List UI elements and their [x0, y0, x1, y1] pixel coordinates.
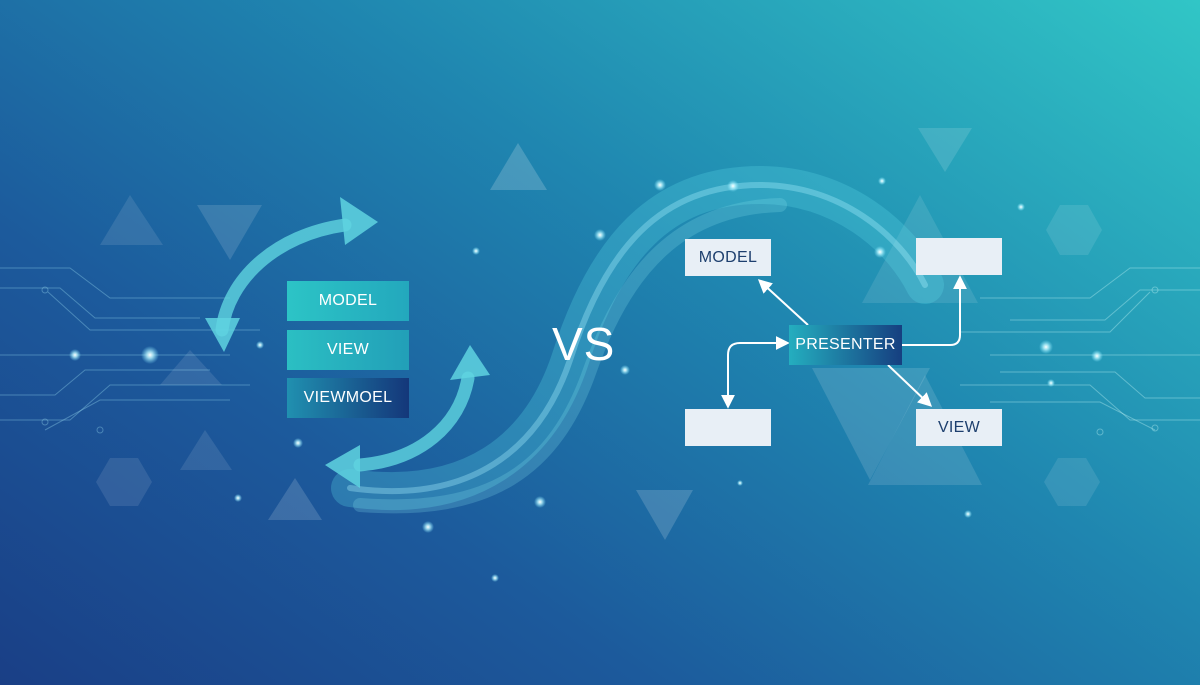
mvp-model-box: MODEL [685, 239, 771, 276]
circuit-lines-right [960, 267, 1200, 436]
mvvm-view-box: VIEW [287, 330, 409, 370]
mvp-blank-box-bottom-left [685, 409, 771, 446]
mvp-blank-box-top-right [916, 238, 1002, 275]
mvp-view-box: VIEW [916, 409, 1002, 446]
mvvm-viewmodel-box: VIEWMOEL [287, 378, 409, 418]
flow-ribbon [331, 165, 944, 514]
mvp-view-label: VIEW [937, 418, 981, 436]
mvp-connector-arrows [721, 275, 967, 409]
mvp-model-label: MODEL [698, 248, 758, 266]
mvvm-model-label: MODEL [318, 292, 378, 309]
mvvm-view-label: VIEW [326, 341, 370, 358]
circuit-lines-left [0, 267, 260, 434]
vs-label: VS [552, 318, 616, 370]
mvvm-cycle-arrows [205, 197, 490, 488]
glow-dots [69, 177, 1103, 582]
mvvm-viewmodel-label: VIEWMOEL [303, 389, 393, 406]
mvp-presenter-box: PRESENTER [789, 325, 902, 365]
mvp-presenter-label: PRESENTER [795, 336, 896, 353]
mvvm-model-box: MODEL [287, 281, 409, 321]
